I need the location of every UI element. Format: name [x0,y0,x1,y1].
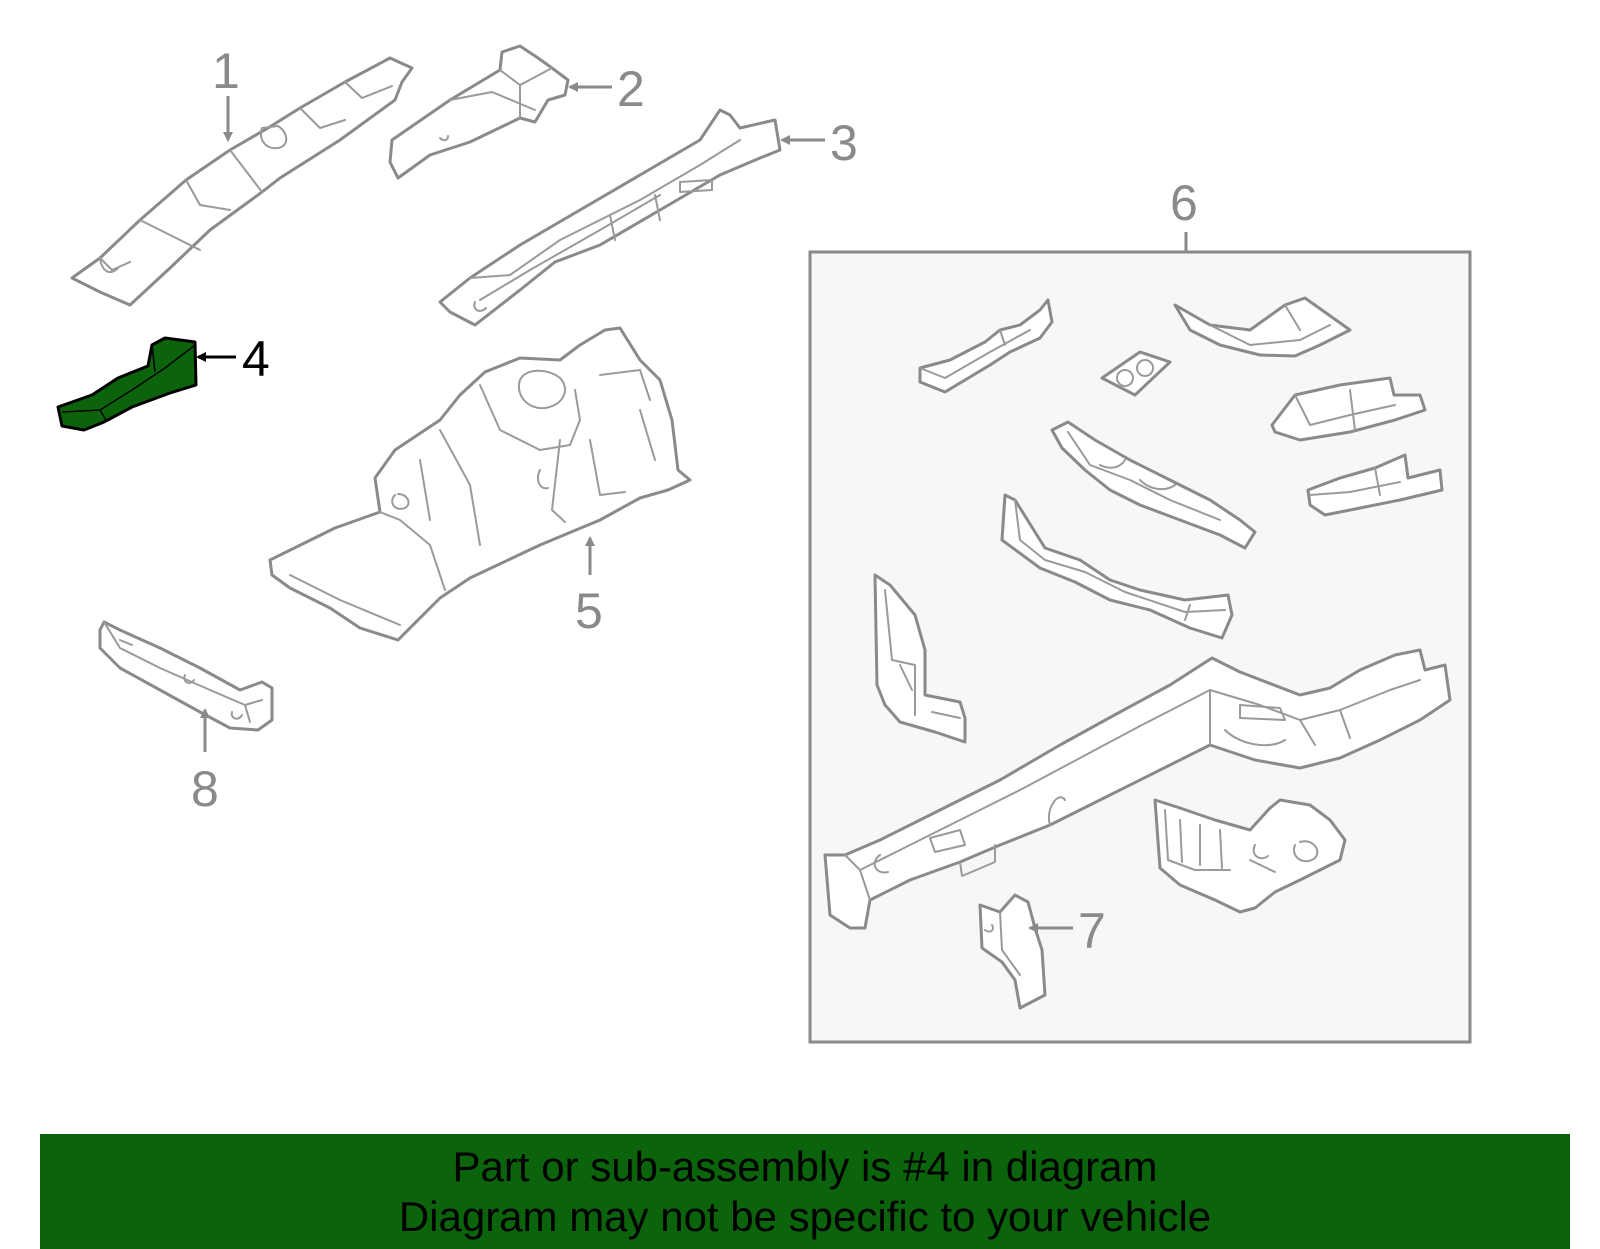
callout-6-label: 6 [1170,175,1198,231]
part-6f-rail[interactable] [1050,420,1257,550]
callout-5: 5 [575,536,603,639]
part-6e-bracket[interactable] [1306,453,1444,517]
part-6d-bracket[interactable] [1270,376,1427,442]
callout-3: 3 [780,115,858,171]
callout-5-label: 5 [575,583,603,639]
callout-8: 8 [191,708,219,817]
callout-2: 2 [568,61,645,117]
part-6j-wheelhouse[interactable] [1153,798,1347,914]
parts-diagram: 1 2 3 4 5 6 7 8 [56,43,1472,1044]
banner-line-1: Part or sub-assembly is #4 in diagram [452,1143,1158,1190]
callout-3-label: 3 [830,115,858,171]
callout-4: 4 [196,331,270,387]
callout-4-label: 4 [242,331,270,387]
part-8-rail[interactable] [98,620,274,732]
info-banner: Part or sub-assembly is #4 in diagram Di… [40,1134,1570,1249]
part-6g-rail[interactable] [1000,493,1234,640]
callout-6: 6 [1170,175,1198,231]
part-6a-bracket[interactable] [918,298,1054,394]
part-5-wheelhouse[interactable] [268,326,692,642]
part-3-rail[interactable] [438,108,782,327]
part-6i-main-rail[interactable] [823,648,1452,930]
part-4-highlighted[interactable] [56,336,198,432]
callout-2-label: 2 [617,61,645,117]
part-6b-plate[interactable] [1100,350,1172,397]
callout-1: 1 [212,43,240,142]
callout-8-label: 8 [191,761,219,817]
part-2-bracket[interactable] [388,44,570,180]
part-1-rail[interactable] [70,56,414,307]
part-6c-bracket[interactable] [1173,296,1352,358]
callout-1-label: 1 [212,43,240,99]
banner-line-2: Diagram may not be specific to your vehi… [398,1193,1212,1240]
callout-7: 7 [1028,903,1106,959]
part-6h-bracket[interactable] [873,573,967,744]
callout-7-label: 7 [1078,903,1106,959]
